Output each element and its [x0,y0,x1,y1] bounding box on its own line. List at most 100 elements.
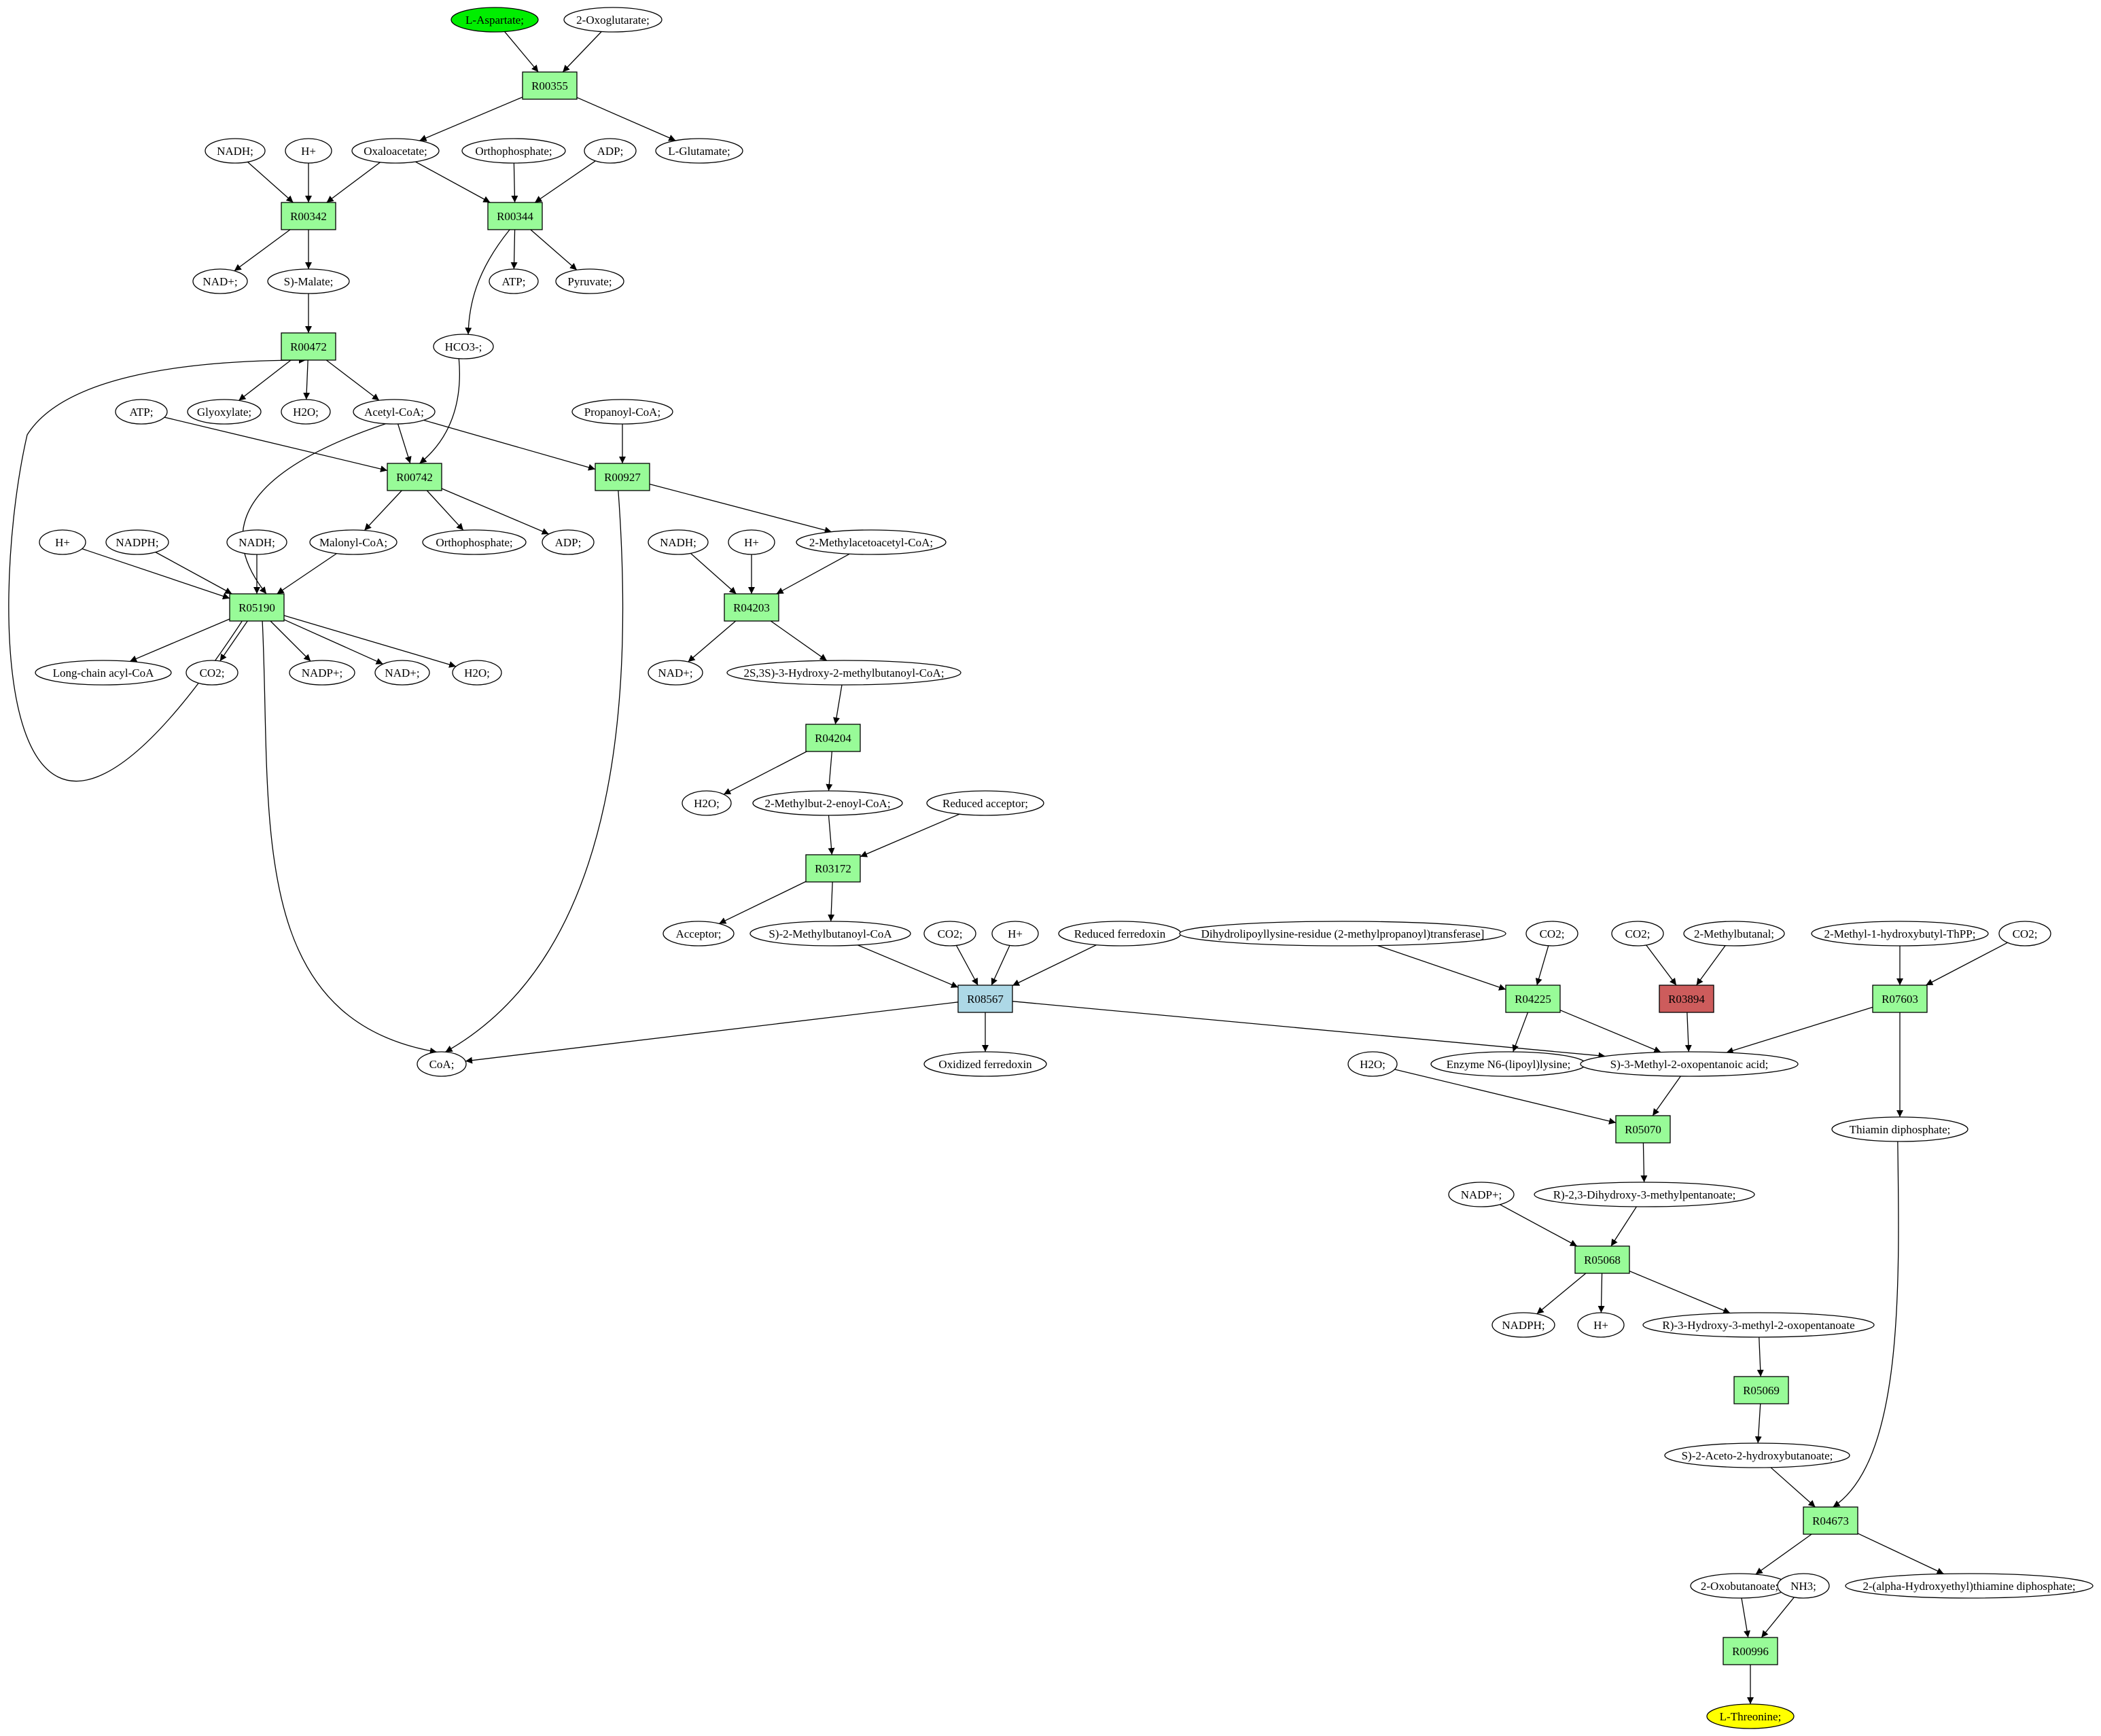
node-label: Thiamin diphosphate; [1850,1123,1951,1136]
edge-thiamindp-to-R04673 [1833,1141,1899,1508]
metabolite-node-hplus5: H+ [1577,1312,1625,1338]
node-label: R04673 [1812,1514,1849,1527]
metabolite-ellipse [726,660,961,686]
node-label: NADH; [660,536,696,549]
node-label: R05070 [1625,1123,1661,1136]
node-label: L-Threonine; [1720,1710,1782,1723]
node-label: L-Glutamate; [668,145,730,158]
node-label: Malonyl-CoA; [319,536,387,549]
reaction-box [281,202,336,230]
node-label: Pyruvate; [567,275,612,288]
edge-R05190-to-R00472 [8,357,306,782]
edge-R00472-to-h2o1 [303,359,311,400]
node-label: NAD+; [385,667,419,679]
edge-R00342-to-nadplus1 [234,229,291,272]
edge-R00344-to-pyruvate [530,229,578,270]
metabolite-node-oxaloacetate: Oxaloacetate; [351,138,440,164]
metabolite-ellipse [991,921,1039,946]
metabolite-node-atp1: ATP; [489,268,539,294]
metabolite-node-dihydrolipoyl: Dihydrolipoyllysine-residue (2-methylpro… [1179,921,1506,946]
reaction-node-R05068: R05068 [1574,1245,1630,1274]
edge-methyloxopentanoic-to-R05070 [1652,1076,1681,1116]
metabolite-node-hplus4: H+ [991,921,1039,946]
metabolite-node-nh3: NH3; [1777,1573,1830,1599]
edge-co2c-to-R04225 [1535,945,1549,986]
node-label: 2-Oxoglutarate; [576,14,650,26]
metabolite-ellipse [192,268,248,294]
metabolite-node-acceptor: Acceptor; [663,921,735,946]
node-label: ATP; [130,406,154,419]
node-label: CO2; [2013,927,2038,940]
metabolite-node-hydroxybutylthpp: 2-Methyl-1-hydroxybutyl-ThPP; [1811,921,1989,946]
metabolite-node-hydroxymethylbutanoylcoa: 2S,3S)-3-Hydroxy-2-methylbutanoyl-CoA; [726,660,961,686]
node-label: R04204 [815,732,851,745]
metabolite-node-adp1: ADP; [584,138,637,164]
node-label: Orthophosphate; [475,145,552,158]
edge-R04673-to-oxobutanoate [1755,1534,1812,1575]
node-label: 2-Methylbut-2-enoyl-CoA; [764,797,890,810]
node-label: 2-Methylacetoacetyl-CoA; [809,536,933,549]
edge-nadpplus2-to-R05068 [1500,1204,1578,1247]
node-label: R04203 [733,601,770,614]
reaction-box [1615,1115,1671,1144]
edge-oxaloacetate-to-R00344 [415,161,491,203]
metabolite-ellipse [682,790,732,816]
node-label: H+ [55,536,70,549]
node-label: H+ [1593,1319,1608,1332]
metabolite-ellipse [351,138,440,164]
edge-nadh1-to-R00342 [247,161,294,203]
metabolite-node-threonine: L-Threonine; [1706,1703,1795,1729]
metabolite-ellipse [542,529,595,555]
reaction-node-R04673: R04673 [1803,1506,1858,1535]
reaction-node-R00344: R00344 [487,202,543,230]
node-label: R)-3-Hydroxy-3-methyl-2-oxopentanoate [1662,1319,1854,1332]
metabolite-ellipse [39,529,86,555]
metabolite-ellipse [1448,1182,1515,1207]
node-label: CO2; [200,667,225,679]
node-label: CO2; [1540,927,1565,940]
metabolite-node-orthophosphate1: Orthophosphate; [461,138,566,164]
metabolite-node-orthophosphate2: Orthophosphate; [422,529,527,555]
node-label: ADP; [597,145,624,158]
edge-R00742-to-adp2 [441,488,549,535]
metabolite-ellipse [451,7,539,33]
metabolite-ellipse [1580,1051,1799,1077]
reaction-node-R05070: R05070 [1615,1115,1671,1144]
reaction-box [724,593,779,622]
node-label: Enzyme N6-(lipoyl)lysine; [1447,1058,1571,1071]
metabolite-node-nadplus3: NAD+; [648,660,703,686]
edge-methylbutenoylcoa-to-R03172 [828,815,835,855]
metabolite-node-h2o1: H2O; [281,399,331,425]
node-label: CoA; [429,1058,455,1071]
node-label: ADP; [555,536,582,549]
node-label: S)-2-Aceto-2-hydroxybutanoate; [1682,1449,1833,1462]
metabolite-node-nadplus2: NAD+; [374,660,430,686]
node-label: H2O; [464,667,490,679]
reaction-node-R03172: R03172 [805,854,861,883]
node-label: NADP+; [1461,1188,1502,1201]
node-label: 2-(alpha-Hydroxyethyl)thiamine diphospha… [1863,1580,2076,1593]
edge-hydroxymethylbutanoylcoa-to-R04204 [833,684,843,725]
metabolite-node-nadh1: NADH; [205,138,266,164]
metabolite-ellipse [1179,921,1506,946]
edge-R05190-to-nadplus2 [283,619,383,665]
reaction-box [1574,1245,1630,1274]
edge-acetylcoa-to-R00927 [423,419,596,471]
reaction-node-R00996: R00996 [1723,1637,1778,1665]
node-label: 2-Methyl-1-hydroxybutyl-ThPP; [1824,927,1976,940]
edge-h2o4-to-R05070 [1394,1069,1617,1124]
node-label: S)-3-Methyl-2-oxopentanoic acid; [1610,1058,1769,1071]
metabolite-node-h2o3: H2O; [682,790,732,816]
reaction-box [1505,985,1561,1013]
node-label: R00927 [604,471,641,484]
metabolite-node-methylbutenoylcoa: 2-Methylbut-2-enoyl-CoA; [752,790,903,816]
metabolite-node-aspartate: L-Aspartate; [451,7,539,33]
edge-R08567-to-methyloxopentanoic [1012,1001,1606,1059]
node-label: R00742 [396,471,433,484]
edge-R03894-to-methyloxopentanoic [1684,1012,1692,1052]
node-label: NAD+; [202,275,237,288]
metabolite-node-h2o2: H2O; [452,660,502,686]
node-label: Long-chain acyl-CoA [53,667,154,679]
metabolite-ellipse [648,529,709,555]
node-label: 2-Oxobutanoate; [1701,1580,1778,1593]
